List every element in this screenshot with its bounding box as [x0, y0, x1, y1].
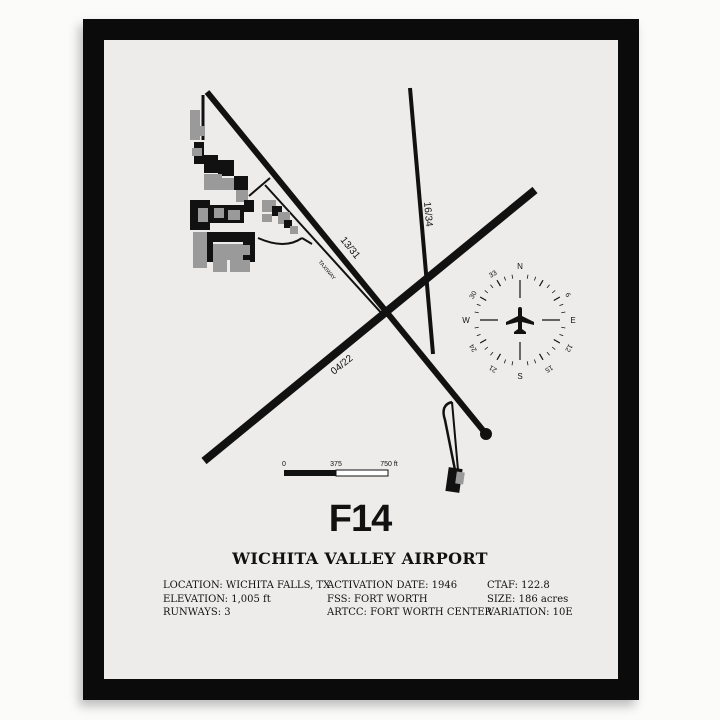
taxiway-apron-link [257, 237, 303, 245]
compass-15: 15 [544, 363, 554, 373]
compass-tick [496, 353, 502, 361]
info-variation: VARIATION: 10E [487, 607, 573, 618]
south-taxiway [442, 400, 457, 471]
compass-e: E [570, 316, 575, 325]
info-size: SIZE: 186 acres [487, 593, 569, 605]
scale-tick-375: 375 [330, 461, 342, 468]
scale-tick-0: 0 [282, 461, 286, 468]
compass-tick [490, 351, 494, 356]
south-taxiway-b [451, 401, 459, 471]
compass-tick [551, 346, 556, 350]
compass-tick [561, 326, 566, 329]
compass-tick [538, 279, 544, 287]
compass-tick [476, 333, 481, 337]
airport-code: F14 [328, 498, 392, 540]
compass-tick [511, 361, 514, 366]
taxiway-parallel [264, 184, 385, 317]
scale-bar: 0 375 750 ft [282, 461, 398, 477]
compass-rose: N S E W 33 30 6 12 15 21 24 [462, 262, 575, 381]
compass-tick [474, 326, 479, 329]
compass-tick [526, 274, 529, 279]
info-column-activation: ACTIVATION DATE: 1946 FSS: FORT WORTH AR… [327, 579, 492, 620]
compass-tick [551, 290, 556, 294]
compass-tick [533, 359, 537, 364]
compass-tick [490, 284, 494, 289]
compass-tick [546, 351, 550, 356]
hangar-complex [190, 110, 298, 272]
compass-tick [484, 346, 489, 350]
south-hangar [455, 471, 465, 485]
airplane-icon [506, 307, 534, 334]
taxiway-connector [248, 177, 271, 197]
info-fss: FSS: FORT WORTH [327, 593, 428, 605]
compass-tick [559, 333, 564, 337]
compass-tick [526, 361, 529, 366]
compass-tick [496, 279, 502, 287]
poster-frame [83, 19, 639, 700]
taxiway-diag [301, 237, 313, 245]
compass-33: 33 [488, 270, 498, 280]
compass-tick [476, 303, 481, 307]
scale-tick-750: 750 ft [380, 461, 398, 468]
compass-tick [538, 353, 544, 361]
compass-21: 21 [488, 363, 498, 373]
info-artcc: ARTCC: FORT WORTH CENTER [327, 607, 493, 618]
compass-tick [561, 311, 566, 314]
compass-tick [559, 303, 564, 307]
compass-tick [533, 276, 537, 281]
info-ctaf: CTAF: 122.8 [487, 580, 550, 591]
compass-tick [553, 296, 561, 302]
compass-24: 24 [469, 343, 479, 353]
info-runways: RUNWAYS: 3 [163, 607, 231, 618]
runway-end-pad [480, 428, 492, 440]
compass-tick [484, 290, 489, 294]
compass-tick [474, 311, 479, 314]
compass-ticks [474, 274, 566, 366]
poster-mat [104, 40, 618, 679]
runway-label-1634: 16/34 [421, 201, 434, 227]
taxiway-label: TAXIWAY [316, 259, 336, 281]
info-location: LOCATION: WICHITA FALLS, TX [163, 580, 331, 591]
compass-n: N [517, 262, 523, 271]
info-column-ctaf: CTAF: 122.8 SIZE: 186 acres VARIATION: 1… [487, 579, 573, 620]
info-activation: ACTIVATION DATE: 1946 [327, 580, 458, 591]
compass-w: W [462, 316, 470, 325]
runway-1331 [204, 90, 489, 436]
compass-tick [479, 296, 487, 302]
runway-1634 [408, 87, 435, 355]
compass-tick [503, 276, 507, 281]
compass-tick [503, 359, 507, 364]
info-elevation: ELEVATION: 1,005 ft [163, 593, 271, 605]
compass-tick [511, 274, 514, 279]
airport-name: WICHITA VALLEY AIRPORT [232, 549, 488, 568]
compass-tick [546, 284, 550, 289]
compass-tick [479, 338, 487, 344]
compass-30: 30 [469, 290, 479, 300]
info-column-location: LOCATION: WICHITA FALLS, TX ELEVATION: 1… [163, 579, 330, 620]
compass-12: 12 [563, 343, 573, 353]
runway-0422 [201, 186, 538, 465]
compass-6: 6 [563, 292, 571, 299]
compass-tick [553, 338, 561, 344]
compass-s: S [517, 372, 522, 381]
